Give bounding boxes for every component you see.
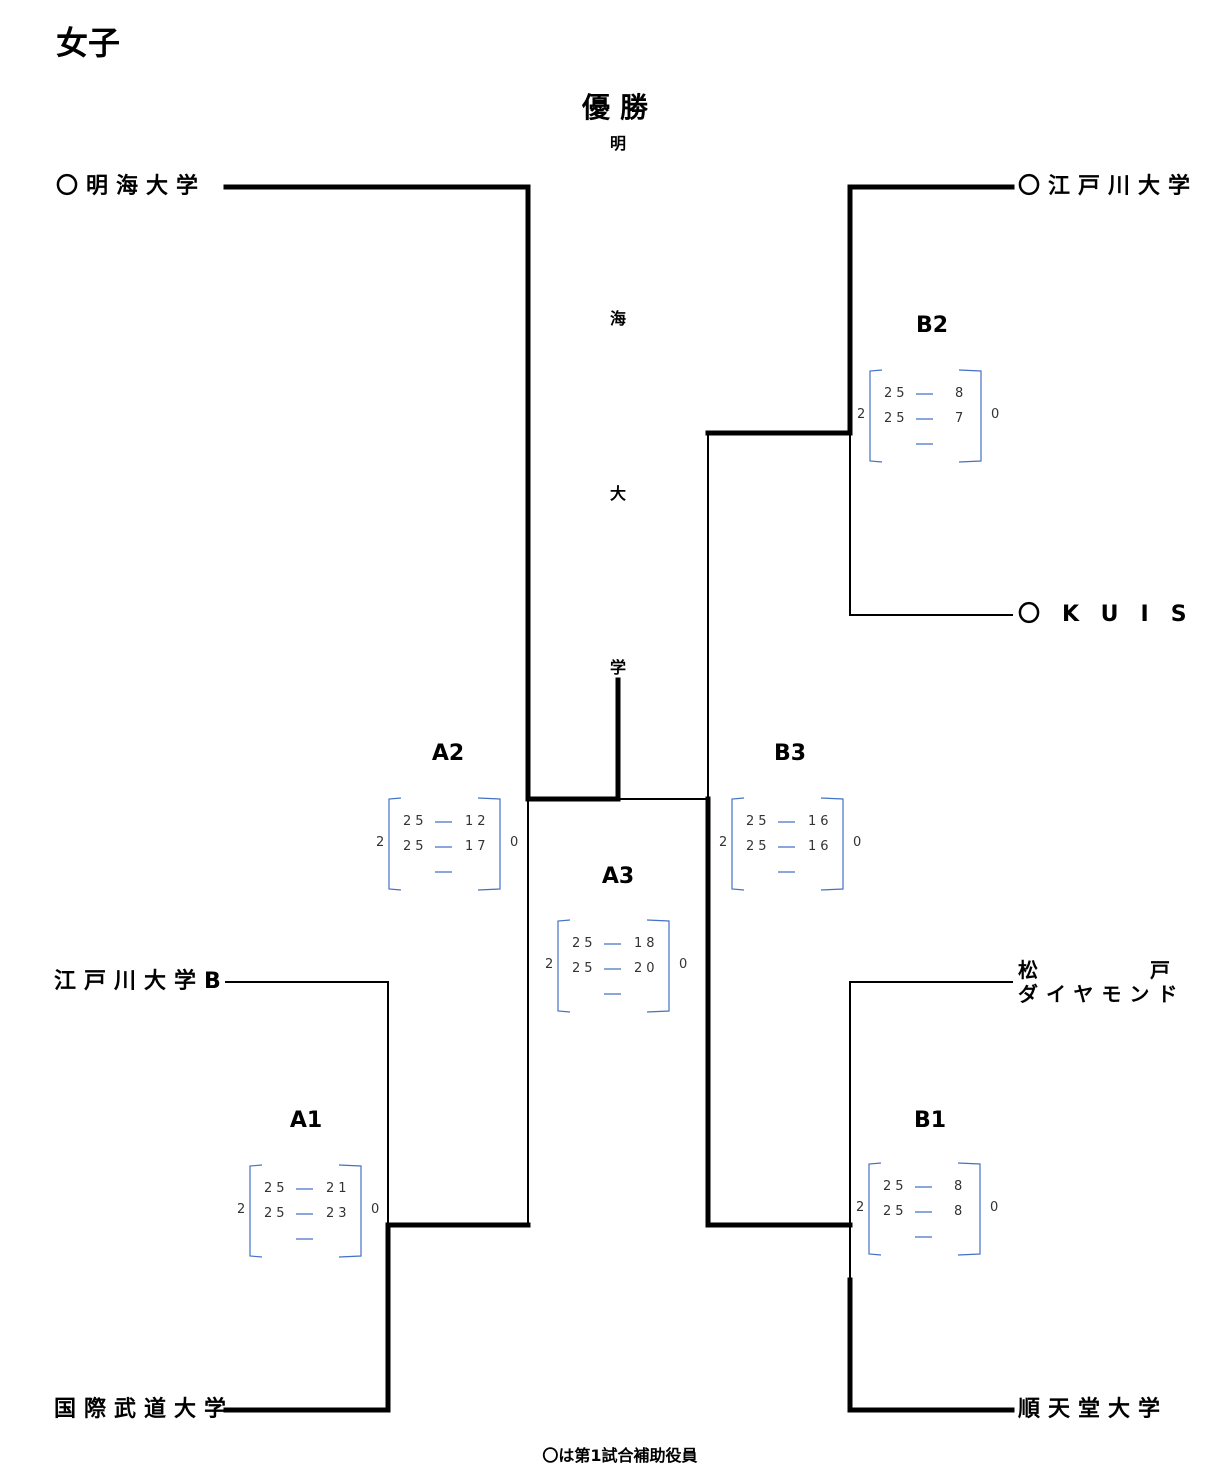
match-id-label: A1 (289, 1108, 323, 1133)
set-score-right: 23 (326, 1206, 351, 1221)
score-bracket-right (820, 797, 844, 891)
set-score-left: 25 (403, 839, 428, 854)
set-score-left: 25 (403, 814, 428, 829)
score-bracket-left (868, 1162, 882, 1256)
match-id-label: A3 (601, 864, 635, 889)
score-bracket-left (731, 797, 745, 891)
sets-won-right: 0 (991, 407, 1000, 422)
sets-won-right: 0 (371, 1202, 380, 1217)
set-score-right: 17 (465, 839, 490, 854)
match-id-label: B3 (773, 741, 807, 766)
set-score-left: 25 (884, 411, 909, 426)
set-score-left: 25 (264, 1181, 289, 1196)
sets-won-left: 2 (719, 835, 728, 850)
set-score-right: 12 (465, 814, 490, 829)
set-score-left: 25 (264, 1206, 289, 1221)
set-score-right: 7 (955, 411, 968, 426)
set-score-left: 25 (572, 936, 597, 951)
match-id-label: B1 (913, 1108, 947, 1133)
score-bracket-right (338, 1164, 362, 1258)
sets-won-right: 0 (853, 835, 862, 850)
team-matsudo-diamond-line2: ダイヤモンド (1018, 982, 1186, 1006)
set-score-right: 8 (954, 1179, 967, 1194)
set-score-right: 8 (955, 386, 968, 401)
set-score-left: 25 (884, 386, 909, 401)
sets-won-left: 2 (545, 957, 554, 972)
team-edogawa: 〇江戸川大学 (1018, 174, 1199, 199)
page-title: 女子 (56, 24, 121, 62)
set-score-left: 25 (746, 839, 771, 854)
set-score-right: 20 (634, 961, 659, 976)
sets-won-right: 0 (990, 1200, 999, 1215)
score-bracket-right (477, 797, 501, 891)
champion-name-char: 明 (609, 134, 626, 153)
set-score-left: 25 (746, 814, 771, 829)
team-meikai: 〇明海大学 (56, 174, 207, 199)
sets-won-right: 0 (510, 835, 519, 850)
sets-won-right: 0 (679, 957, 688, 972)
champion-label: 優勝 (581, 91, 658, 124)
set-score-right: 18 (634, 936, 659, 951)
set-score-right: 16 (808, 839, 833, 854)
match-id-label: A2 (431, 741, 465, 766)
team-juntendo: 順天堂大学 (1018, 1397, 1169, 1422)
team-edogawa-b: 江戸川大学B (54, 969, 229, 994)
score-bracket-right (958, 369, 982, 463)
set-score-left: 25 (883, 1204, 908, 1219)
score-bracket-left (869, 369, 883, 463)
match-id-label: B2 (915, 313, 949, 338)
team-matsudo-diamond-line1: 松 戸 (1018, 958, 1172, 982)
sets-won-left: 2 (376, 835, 385, 850)
score-bracket-left (249, 1164, 263, 1258)
score-bracket-right (646, 919, 670, 1013)
champion-name-char: 大 (609, 484, 626, 503)
sets-won-left: 2 (856, 1200, 865, 1215)
set-score-left: 25 (883, 1179, 908, 1194)
team-kokusai-budo: 国際武道大学 (54, 1397, 235, 1422)
champion-name-char: 学 (609, 658, 626, 677)
team-kuis: 〇KUIS (1018, 602, 1209, 627)
score-bracket-right (957, 1162, 981, 1256)
sets-won-left: 2 (237, 1202, 246, 1217)
set-score-left: 25 (572, 961, 597, 976)
champion-name-char: 海 (609, 309, 626, 328)
sets-won-left: 2 (857, 407, 866, 422)
score-bracket-left (557, 919, 571, 1013)
set-score-right: 16 (808, 814, 833, 829)
set-score-right: 21 (326, 1181, 351, 1196)
set-score-right: 8 (954, 1204, 967, 1219)
footnote: 〇は第1試合補助役員 (542, 1446, 698, 1465)
score-bracket-left (388, 797, 402, 891)
